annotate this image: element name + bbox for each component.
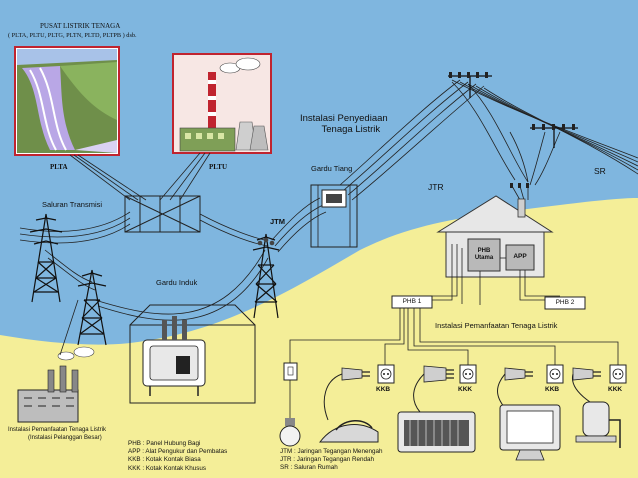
phb2-box bbox=[544, 296, 586, 310]
section-title-line2: Tenaga Listrik bbox=[321, 123, 381, 135]
label-sr: SR bbox=[594, 166, 606, 176]
pole-top-left-insulators bbox=[449, 72, 488, 78]
pltu-image bbox=[172, 53, 272, 154]
pole-top-left bbox=[448, 75, 492, 98]
house-insulators bbox=[510, 183, 529, 188]
jtm-lines bbox=[271, 79, 638, 253]
socket-kkb-1 bbox=[377, 364, 395, 384]
legend-left-item: PHB : Panel Hubung Bagi bbox=[128, 440, 201, 447]
pole-top-right bbox=[530, 127, 578, 148]
legend-right-item: JTM : Jaringan Tegangan Menengah bbox=[280, 448, 383, 455]
transmission-gantry bbox=[124, 195, 201, 233]
legend-left-item: KKK : Kotak Kontak Khusus bbox=[128, 464, 207, 472]
plug-4 bbox=[571, 367, 601, 403]
industry-building bbox=[17, 299, 95, 423]
header-subtitle: ( PLTA, PLTU, PLTG, PLTN, PLTD, PLTPB ) … bbox=[8, 32, 137, 39]
tower-middle bbox=[77, 269, 107, 346]
phb-utama-line1: PHB bbox=[477, 248, 491, 254]
label-kkk-2: KKK bbox=[608, 386, 623, 393]
phb-utama-line2: Utama bbox=[474, 254, 494, 261]
tower-left bbox=[29, 213, 63, 303]
phb-utama-label: PHB Utama bbox=[468, 248, 500, 262]
socket-kkk-1 bbox=[459, 364, 477, 384]
label-pltu: PLTU bbox=[209, 163, 228, 171]
label-kkb-2: KKB bbox=[545, 386, 560, 393]
industry-caption-line2: (Instalasi Pelanggan Besar) bbox=[28, 434, 102, 441]
transmission-lines bbox=[19, 211, 269, 321]
legend-right-item: SR : Saluran Rumah bbox=[280, 464, 338, 472]
socket-kkk-2 bbox=[609, 364, 627, 384]
section-title-line1: Instalasi Penyediaan bbox=[300, 113, 388, 124]
industry-caption: Instalasi Pemanfaatan Tenaga Listrik (In… bbox=[8, 427, 106, 442]
air-conditioner bbox=[397, 411, 476, 453]
iron bbox=[318, 420, 379, 443]
phb1-box bbox=[391, 295, 433, 309]
computer-monitor bbox=[499, 404, 561, 461]
distribution-wiring bbox=[289, 308, 619, 420]
label-kkk-1: KKK bbox=[458, 386, 473, 393]
phb1-label: PHB 1 bbox=[402, 298, 422, 305]
water-pump bbox=[575, 401, 621, 448]
label-saluran-transmisi: Saluran Transmisi bbox=[42, 200, 103, 209]
jtm-insulators bbox=[257, 237, 275, 246]
gardu-tiang bbox=[310, 184, 358, 248]
switch-box bbox=[283, 362, 298, 381]
label-gardu-induk: Gardu Induk bbox=[156, 278, 198, 287]
legend-left-item: KKB : Kotak Kontak Biasa bbox=[128, 456, 201, 464]
label-gardu-tiang: Gardu Tiang bbox=[311, 164, 353, 173]
legend-right: JTM : Jaringan Tegangan Menengah JTR : J… bbox=[280, 448, 382, 473]
gardu-induk-substation bbox=[129, 304, 256, 404]
tower-jtm bbox=[252, 233, 280, 319]
socket-kkb-2 bbox=[546, 364, 564, 384]
legend-left-item: APP : Alat Pengukur dan Pembatas bbox=[128, 448, 228, 456]
plant-feeder-lines bbox=[69, 152, 211, 201]
app-label: APP bbox=[513, 253, 527, 260]
pole-top-right-insulators bbox=[532, 124, 575, 130]
section-title: Instalasi Penyediaan Tenaga Listrik bbox=[300, 113, 388, 136]
legend-left: PHB : Panel Hubung Bagi APP : Alat Pengu… bbox=[128, 440, 227, 473]
label-instalasi-pemanfaatan: Instalasi Pemanfaatan Tenaga Listrik bbox=[435, 321, 558, 330]
label-kkb-1: KKB bbox=[376, 386, 391, 393]
label-jtr: JTR bbox=[428, 182, 444, 192]
label-plta: PLTA bbox=[50, 163, 68, 171]
label-jtm: JTM bbox=[270, 217, 285, 226]
plug-1 bbox=[323, 367, 370, 421]
legend-right-item: JTR : Jaringan Tegangan Rendah bbox=[280, 456, 375, 464]
phb2-label: PHB 2 bbox=[555, 299, 575, 306]
header-title: PUSAT LISTRIK TENAGA bbox=[40, 22, 121, 30]
plug-2 bbox=[413, 365, 454, 413]
sr-line bbox=[511, 185, 529, 201]
plta-image bbox=[14, 46, 120, 156]
lamp bbox=[279, 418, 301, 447]
industry-caption-line1: Instalasi Pemanfaatan Tenaga Listrik bbox=[8, 427, 106, 433]
